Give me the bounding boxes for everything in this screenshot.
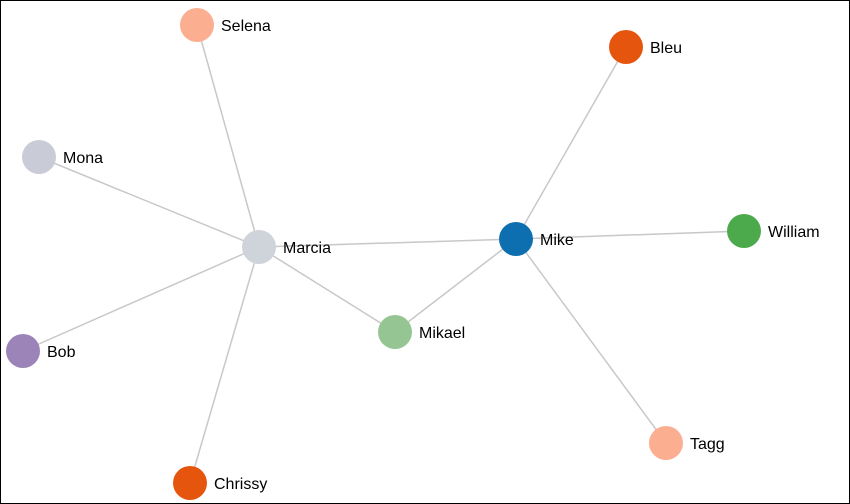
node-label-bleu: Bleu [650, 40, 682, 57]
node-mike[interactable]: Mike [499, 222, 574, 256]
node-circle-mona[interactable] [22, 140, 56, 174]
node-label-mike: Mike [540, 232, 574, 249]
node-circle-bob[interactable] [6, 334, 40, 368]
edge-mike-william [515, 230, 745, 240]
node-label-mona: Mona [63, 150, 103, 167]
edge-marcia-selena [196, 24, 260, 248]
node-bleu[interactable]: Bleu [609, 30, 682, 64]
node-circle-mike[interactable] [499, 222, 533, 256]
edge-marcia-mikael [258, 246, 396, 333]
node-label-tagg: Tagg [690, 436, 725, 453]
edge-marcia-chrissy [189, 246, 260, 484]
edge-mike-tagg [515, 238, 667, 444]
node-label-mikael: Mikael [419, 325, 465, 342]
node-circle-tagg[interactable] [649, 426, 683, 460]
node-circle-marcia[interactable] [242, 230, 276, 264]
node-tagg[interactable]: Tagg [649, 426, 725, 460]
edge-marcia-bob [22, 246, 260, 352]
node-marcia[interactable]: Marcia [242, 230, 331, 264]
node-mikael[interactable]: Mikael [378, 315, 465, 349]
node-chrissy[interactable]: Chrissy [173, 466, 267, 500]
node-circle-chrissy[interactable] [173, 466, 207, 500]
node-label-marcia: Marcia [283, 240, 331, 257]
node-label-bob: Bob [47, 344, 76, 361]
edge-marcia-mike [258, 238, 517, 248]
node-label-selena: Selena [221, 18, 271, 35]
edge-mike-bleu [515, 46, 627, 240]
node-bob[interactable]: Bob [6, 334, 76, 368]
node-circle-william[interactable] [727, 214, 761, 248]
node-label-william: William [768, 224, 820, 241]
edge-mike-mikael [394, 238, 517, 333]
node-selena[interactable]: Selena [180, 8, 271, 42]
node-circle-selena[interactable] [180, 8, 214, 42]
edge-marcia-mona [38, 156, 260, 248]
node-mona[interactable]: Mona [22, 140, 103, 174]
node-circle-bleu[interactable] [609, 30, 643, 64]
edges-layer [22, 24, 745, 484]
node-william[interactable]: William [727, 214, 820, 248]
node-label-chrissy: Chrissy [214, 476, 267, 493]
node-circle-mikael[interactable] [378, 315, 412, 349]
